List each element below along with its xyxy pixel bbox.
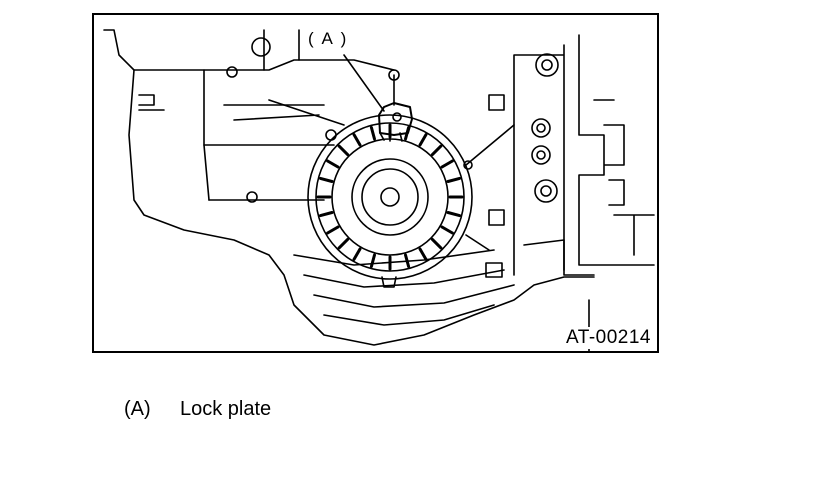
- drum-tooth: [430, 237, 443, 250]
- transmission-line-drawing: [103, 29, 655, 351]
- drum-tooth: [337, 237, 350, 250]
- callout-label: ( A ): [308, 29, 349, 48]
- drum-tooth: [352, 247, 362, 261]
- drum-tooth: [418, 247, 428, 261]
- drum-tooth: [352, 133, 362, 147]
- drum-tooth: [319, 211, 334, 218]
- drum-tooth: [418, 133, 428, 147]
- figure-code: AT-00214: [564, 327, 653, 349]
- drum-tooth: [430, 144, 443, 157]
- drum-tooth: [440, 159, 454, 169]
- drum-tooth: [440, 225, 454, 235]
- drum-tooth: [446, 176, 461, 183]
- legend-item: (A) Lock plate: [124, 398, 271, 421]
- drum-tooth: [337, 144, 350, 157]
- figure-frame: ( A ) AT-00214: [92, 13, 659, 353]
- drum-tooth: [319, 176, 334, 183]
- legend-label: Lock plate: [180, 398, 272, 420]
- drum-tooth: [369, 126, 376, 141]
- drum-tooth: [326, 225, 340, 235]
- drum-tooth: [404, 253, 411, 268]
- drum-tooth: [446, 211, 461, 218]
- drum-tooth: [326, 159, 340, 169]
- drum-tooth: [369, 253, 376, 268]
- legend-key: (A): [124, 398, 151, 420]
